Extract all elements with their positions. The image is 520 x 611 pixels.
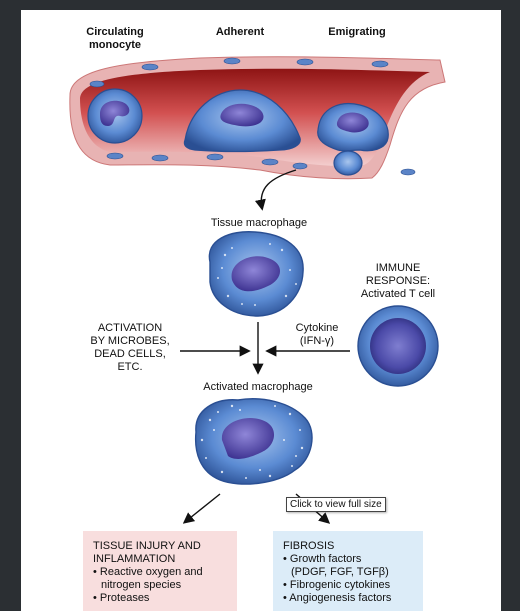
emigration-arrow	[261, 170, 296, 208]
activation-line1: ACTIVATION	[78, 322, 182, 335]
immune-line2: RESPONSE:	[352, 275, 444, 288]
injury-arrow	[185, 494, 220, 522]
fibrosis-item: • Growth factors	[283, 553, 415, 566]
fibrosis-item: (PDGF, FGF, TGFβ)	[283, 566, 415, 579]
activation-line2: BY MICROBES,	[78, 335, 182, 348]
circulating-label-line1: Circulating	[80, 26, 150, 39]
injury-title-line2: INFLAMMATION	[93, 553, 229, 566]
fibrosis-item: • Fibrogenic cytokines	[283, 579, 415, 592]
immune-line1: IMMUNE	[352, 262, 444, 275]
adherent-label: Adherent	[210, 26, 270, 39]
tissue-macrophage-label: Tissue macrophage	[204, 217, 314, 230]
fibrosis-box: FIBROSIS • Growth factors (PDGF, FGF, TG…	[273, 531, 423, 611]
activation-label: ACTIVATION BY MICROBES, DEAD CELLS, ETC.	[78, 322, 182, 374]
activation-line4: ETC.	[78, 361, 182, 374]
circulating-label-line2: monocyte	[80, 39, 150, 52]
cytokine-label: Cytokine (IFN-γ)	[286, 322, 348, 348]
circulating-monocyte-cell	[88, 89, 142, 143]
fibrosis-item: • Angiogenesis factors	[283, 592, 415, 605]
circulating-monocyte-label: Circulating monocyte	[80, 26, 150, 52]
emigrating-label: Emigrating	[322, 26, 392, 39]
tissue-injury-box: TISSUE INJURY AND INFLAMMATION • Reactiv…	[83, 531, 237, 611]
immune-response-label: IMMUNE RESPONSE: Activated T cell	[352, 262, 444, 301]
injury-item: • Reactive oxygen and	[93, 566, 229, 579]
immune-line3: Activated T cell	[352, 288, 444, 301]
cytokine-line2: (IFN-γ)	[286, 335, 348, 348]
injury-item: nitrogen species	[93, 579, 229, 592]
cytokine-line1: Cytokine	[286, 322, 348, 335]
injury-title-line1: TISSUE INJURY AND	[93, 540, 229, 553]
activated-macrophage-label: Activated macrophage	[190, 381, 326, 394]
blood-vessel	[70, 57, 445, 179]
injury-list: • Reactive oxygen and nitrogen species •…	[93, 566, 229, 605]
fibrosis-list: • Growth factors (PDGF, FGF, TGFβ) • Fib…	[283, 553, 415, 605]
activation-line3: DEAD CELLS,	[78, 348, 182, 361]
injury-item: • Proteases	[93, 592, 229, 605]
fibrosis-title: FIBROSIS	[283, 540, 415, 553]
activated-macrophage-cell	[196, 399, 312, 484]
view-full-size-tooltip[interactable]: Click to view full size	[286, 497, 386, 512]
tissue-macrophage-cell	[209, 232, 303, 316]
activated-t-cell	[358, 306, 438, 386]
